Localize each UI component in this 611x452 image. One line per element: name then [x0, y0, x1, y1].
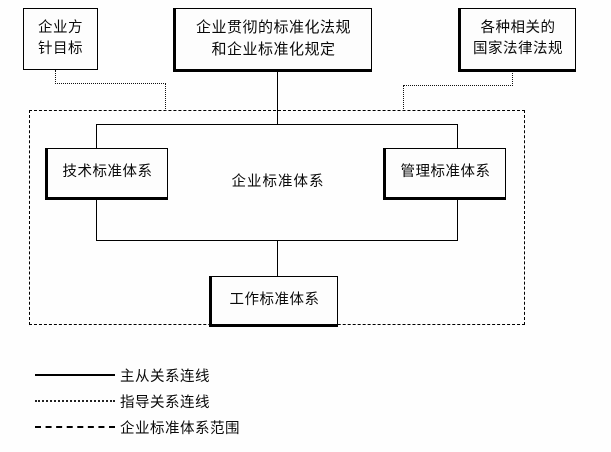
legend-label-dashed: 企业标准体系范围	[120, 420, 240, 437]
legend-sample-solid-line	[35, 374, 115, 376]
connector-law-to-scope-drop	[403, 85, 404, 111]
node-national-laws: 各种相关的 国家法律法规	[460, 8, 576, 70]
legend-sample-dashed-line	[35, 426, 115, 428]
connector-policy-to-scope-horizontal	[55, 83, 166, 84]
node-national-laws-line-1: 各种相关的	[480, 19, 556, 36]
node-enterprise-policy-line-2: 针目标	[38, 41, 83, 57]
connector-regulations-to-system	[277, 70, 278, 125]
legend-label-dotted: 指导关系连线	[120, 394, 210, 411]
connector-policy-to-scope-vertical	[55, 70, 56, 84]
node-enterprise-policy-line-1: 企业方	[38, 19, 83, 36]
legend-sample-dotted-line	[35, 400, 115, 402]
node-work-standard-system-label: 工作标准体系	[229, 291, 320, 308]
connector-policy-to-scope-drop	[165, 83, 166, 111]
connector-law-to-scope-horizontal	[403, 85, 513, 86]
node-technical-standard-system-label: 技术标准体系	[62, 164, 153, 181]
connector-law-to-scope-vertical	[512, 70, 513, 86]
node-standardization-regulations-line-2: 和企业标准化规定	[211, 40, 336, 58]
node-standardization-regulations-line-1: 企业贯彻的标准化法规	[195, 18, 351, 37]
legend-row-solid: 主从关系连线	[0, 362, 611, 388]
legend-label-solid: 主从关系连线	[120, 368, 210, 385]
connector-top-to-management	[457, 124, 458, 149]
connector-top-bus	[96, 124, 458, 125]
node-national-laws-line-2: 国家法律法规	[473, 41, 563, 57]
connector-management-to-bottom	[457, 197, 458, 241]
node-technical-standard-system: 技术标准体系	[47, 148, 168, 198]
connector-technical-to-bottom	[96, 197, 97, 241]
node-standardization-regulations: 企业贯彻的标准化法规 和企业标准化规定	[175, 8, 372, 70]
connector-bottom-to-work	[277, 240, 278, 277]
node-management-standard-system: 管理标准体系	[385, 148, 506, 198]
node-work-standard-system: 工作标准体系	[211, 276, 338, 325]
legend-row-dashed: 企业标准体系范围	[0, 414, 611, 440]
legend: 主从关系连线 指导关系连线 企业标准体系范围	[0, 362, 611, 440]
connector-top-to-technical	[96, 124, 97, 149]
scope-label-enterprise-standard-system: 企业标准体系	[231, 174, 325, 190]
node-enterprise-policy: 企业方 针目标	[23, 8, 98, 70]
node-management-standard-system-label: 管理标准体系	[400, 164, 491, 181]
legend-row-dotted: 指导关系连线	[0, 388, 611, 414]
